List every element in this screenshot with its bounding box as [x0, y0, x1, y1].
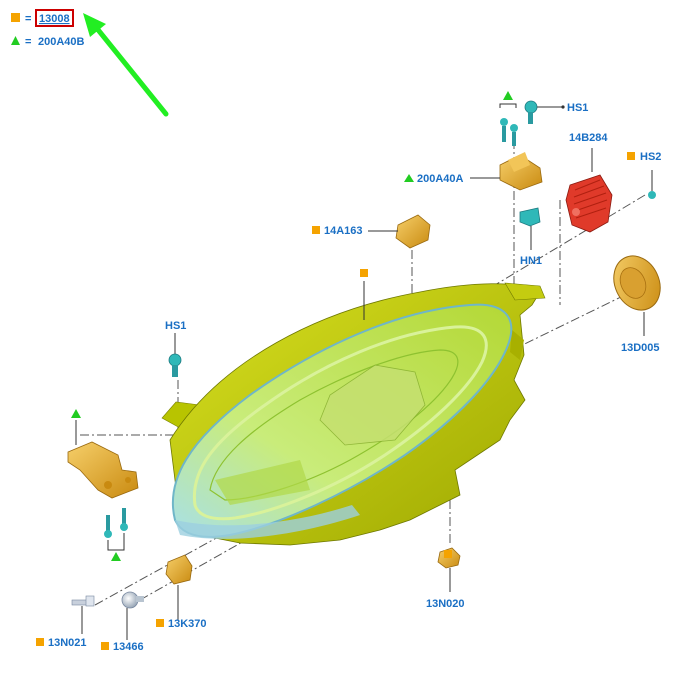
bracket-200a40a — [499, 152, 543, 191]
screw-icon — [120, 508, 128, 531]
square-marker-13n020 — [444, 550, 452, 558]
triangle-marker-200a40a — [404, 174, 414, 182]
label-hs1-top[interactable]: HS1 — [567, 102, 588, 114]
bracket-left — [67, 441, 139, 499]
label-13466[interactable]: 13466 — [113, 641, 144, 653]
legend-highlight-box — [35, 9, 74, 27]
legend-equals-2: = — [25, 36, 31, 48]
bulb-13n021 — [71, 595, 95, 634]
screw-pair-top — [499, 91, 518, 146]
legend-equals-1: = — [25, 13, 31, 25]
label-13n021[interactable]: 13N021 — [48, 637, 87, 649]
fastener-hs1-left — [168, 333, 182, 377]
pointer-arrow-icon — [83, 13, 169, 117]
screw-pair-left — [104, 508, 128, 561]
square-marker-hs2 — [627, 152, 635, 160]
legend-square-value[interactable]: 13008 — [39, 13, 70, 25]
square-marker-13466 — [101, 642, 109, 650]
label-200a40a[interactable]: 200A40A — [417, 173, 464, 185]
screw-icon — [500, 118, 508, 142]
headlamp-lens — [171, 303, 513, 539]
screw-icon — [510, 124, 518, 146]
triangle-marker-top — [503, 91, 513, 100]
cover-13d005 — [613, 255, 661, 336]
nut-hn1 — [519, 207, 541, 250]
square-marker-13k370 — [156, 619, 164, 627]
part-13n020 — [437, 547, 461, 592]
label-13k370[interactable]: 13K370 — [168, 618, 207, 630]
screw-hs2 — [648, 170, 656, 199]
bulb-socket-13k370 — [165, 554, 193, 620]
triangle-marker-left-bottom — [111, 552, 121, 561]
square-marker-13n021 — [36, 638, 44, 646]
label-13n020[interactable]: 13N020 — [426, 598, 465, 610]
label-14b284[interactable]: 14B284 — [569, 132, 608, 144]
label-14a163[interactable]: 14A163 — [324, 225, 363, 237]
triangle-marker-left-top — [71, 409, 81, 418]
screw-icon — [104, 515, 112, 538]
bulb-13466 — [121, 591, 144, 640]
label-hs1-left[interactable]: HS1 — [165, 320, 186, 332]
clip-14a163 — [368, 214, 431, 249]
square-marker-14a163 — [312, 226, 320, 234]
square-marker-housing — [360, 269, 368, 277]
levelling-motor-14b284 — [565, 148, 613, 233]
legend-triangle-marker — [11, 36, 20, 45]
label-hs2[interactable]: HS2 — [640, 151, 661, 163]
legend-triangle-value: 200A40B — [38, 36, 85, 48]
label-hn1[interactable]: HN1 — [520, 255, 542, 267]
legend-square-marker — [11, 13, 20, 22]
label-13d005[interactable]: 13D005 — [621, 342, 660, 354]
fastener-hs1-top — [524, 100, 565, 124]
legend: = 13008 = 200A40B — [11, 9, 85, 48]
